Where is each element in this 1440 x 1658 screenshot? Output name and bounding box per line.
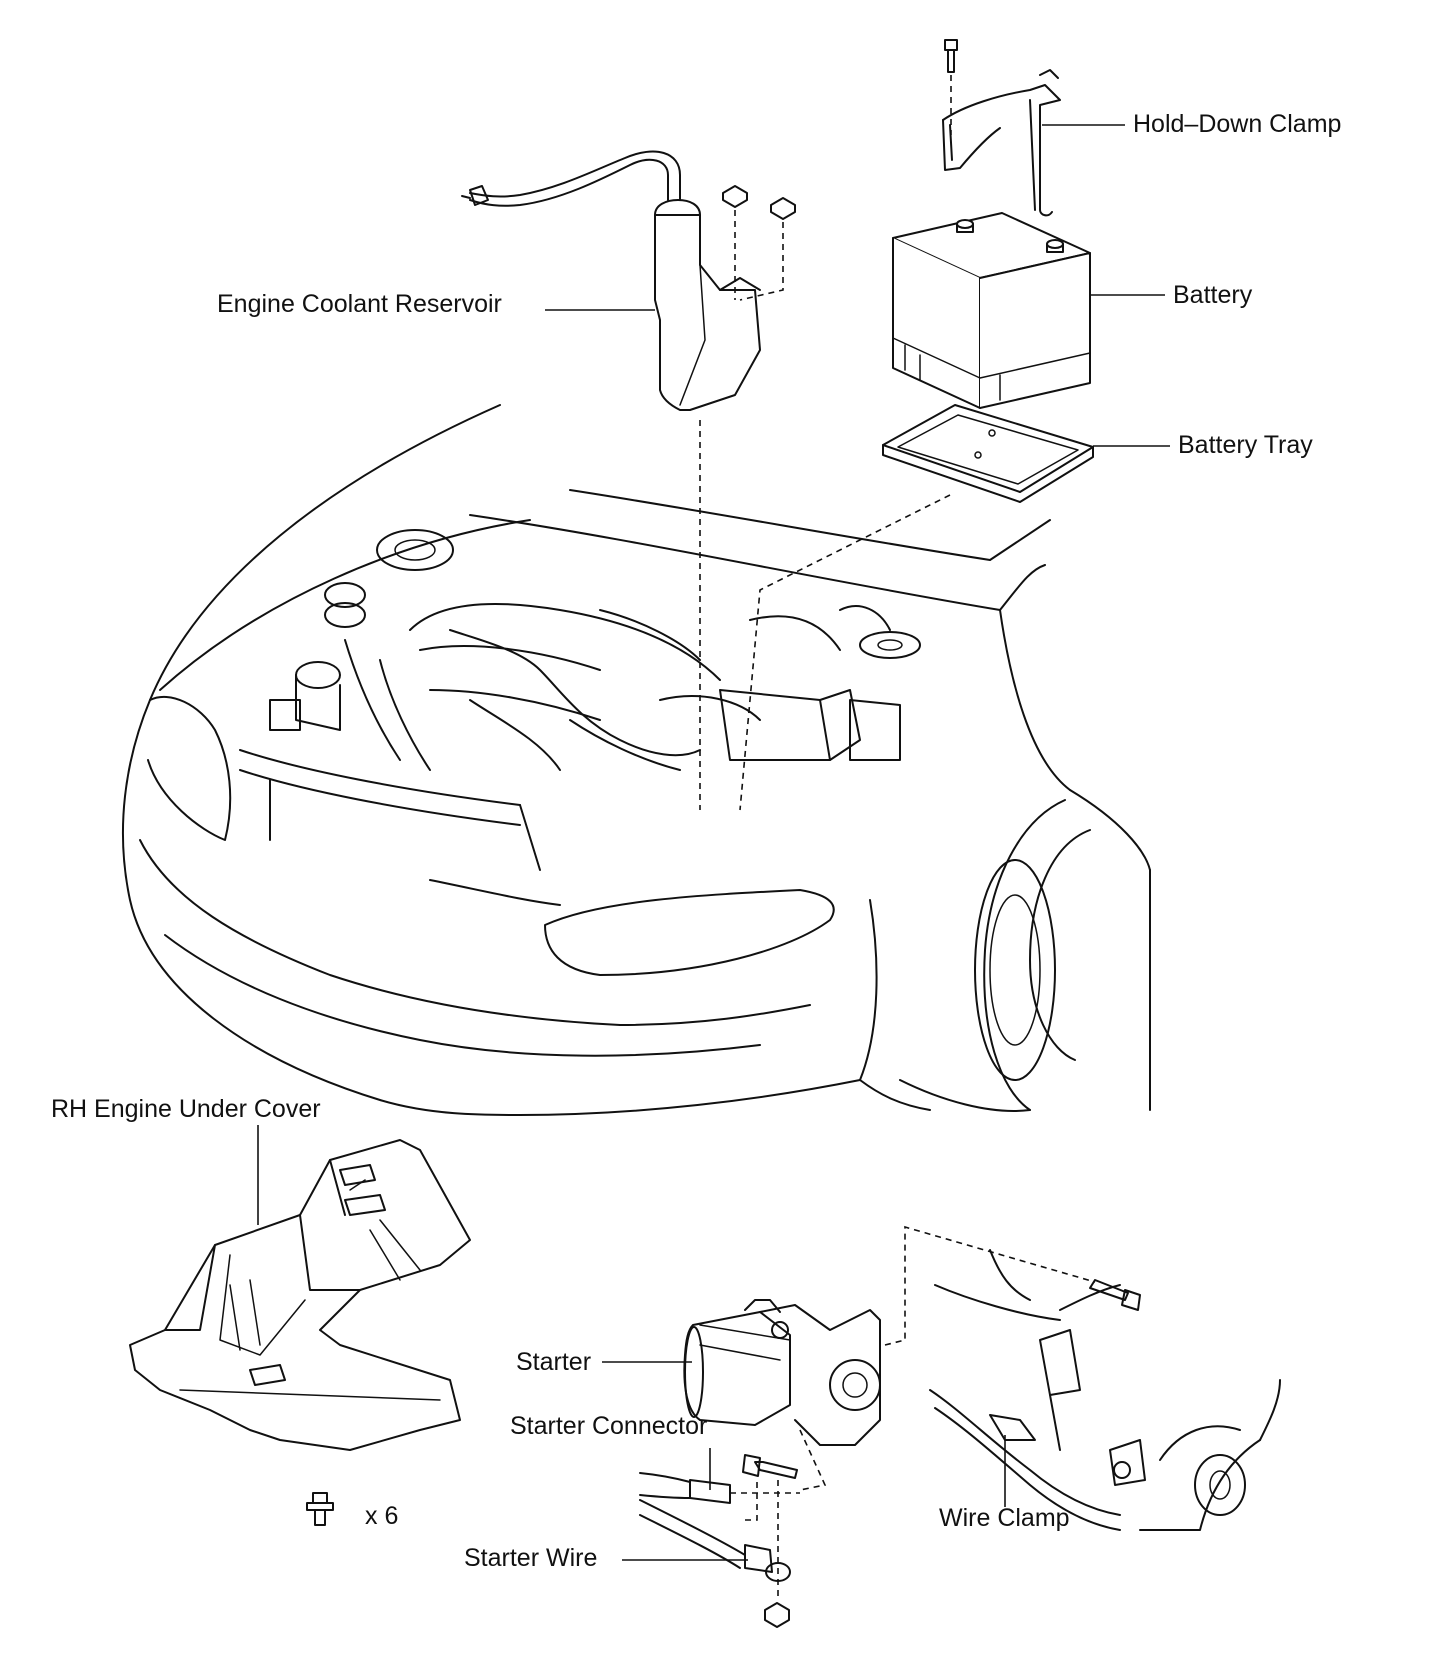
bolt-quantity-label: x 6: [365, 1502, 399, 1530]
starter-connector-label: Starter Connector: [510, 1412, 708, 1440]
rh-engine-under-cover-label: RH Engine Under Cover: [51, 1095, 321, 1123]
starter-wire-label: Starter Wire: [464, 1544, 598, 1572]
hold-down-clamp-illustration: [942, 39, 1061, 217]
hold-down-clamp-label: Hold–Down Clamp: [1133, 110, 1342, 138]
engine-coolant-reservoir-label: Engine Coolant Reservoir: [217, 290, 502, 318]
label-leader-lines: [257, 124, 1170, 1561]
rh-engine-under-cover-illustration: [129, 1139, 471, 1526]
battery-illustration: [892, 212, 1091, 409]
wire-clamp-label: Wire Clamp: [939, 1504, 1070, 1532]
assembly-guide-lines: [699, 75, 1096, 1600]
starter-illustration: [639, 1299, 881, 1628]
battery-tray-illustration: [882, 404, 1094, 503]
car-front-illustration: [121, 404, 1151, 1116]
battery-label: Battery: [1173, 281, 1253, 309]
wire-clamp-area-illustration: [929, 1249, 1281, 1531]
starter-label: Starter: [516, 1348, 592, 1376]
engine-coolant-reservoir-illustration: [461, 150, 796, 411]
battery-tray-label: Battery Tray: [1178, 431, 1313, 459]
